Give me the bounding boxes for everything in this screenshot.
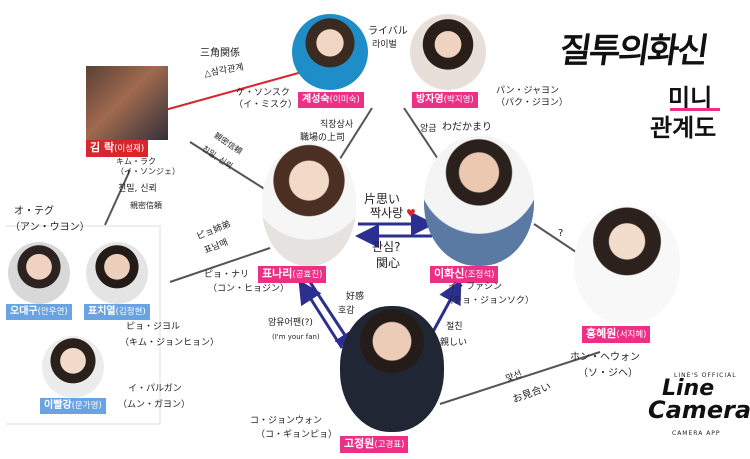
kana-actor-o-daegu: （アン・ウヨン）	[10, 222, 90, 233]
rel-grudge-kr: 앙금	[420, 124, 437, 135]
name-label-pyo-nari: 표나리(공효진)	[258, 266, 326, 283]
kana-lee-ppalgang: イ・パルガン	[128, 384, 182, 395]
kana-actor-pyo-chiyeol: （キム・ジョンヒョン）	[120, 338, 219, 349]
kana-gye-seongsuk: ケ・ソンスク	[236, 88, 290, 99]
name-gye-seongsuk: 계성숙	[302, 94, 330, 105]
photo-kim-rak	[86, 66, 168, 140]
rel-triangle-jp: 三角関係	[200, 48, 240, 59]
photo-lee-hwasin	[424, 136, 534, 266]
actor-gye-seongsuk: (이미숙)	[330, 95, 360, 105]
kana-actor-hong-hyewon: （ソ・ジヘ）	[578, 368, 638, 379]
actor-bang-jayeong: (박지영)	[444, 95, 474, 105]
kana-lee-hwasin: イ・ファシン	[448, 282, 502, 293]
name-label-gye-seongsuk: 계성숙(이미숙)	[298, 92, 364, 108]
rel-boss-jp: 職場の上司	[300, 133, 345, 144]
name-hong-hyewon: 홍혜원	[586, 327, 616, 340]
actor-pyo-nari: (공효진)	[292, 270, 322, 280]
rel-close-jp-2: 親密信頼	[130, 200, 162, 211]
rel-interest-kr: 관심?	[372, 242, 400, 253]
rel-question: ?	[558, 228, 563, 239]
name-label-kim-rak: 김 락(이성재)	[86, 140, 148, 157]
actor-go-jeongwon: (고경표)	[374, 440, 404, 450]
kana-actor-lee-ppalgang: （ムン・ガヨン）	[118, 400, 190, 411]
photo-o-daegu	[8, 242, 70, 304]
photo-gye-seongsuk	[292, 14, 368, 90]
chart-title: 질투의화신	[558, 34, 709, 68]
kana-actor-lee-hwasin: （チョ・ジョンソク）	[444, 296, 534, 307]
kana-pyo-chiyeol: ピョ・ジヨル	[126, 322, 180, 333]
rel-close-kr-2: 친밀, 신뢰	[118, 184, 157, 195]
line-camera-watermark: LINE'S OFFICIAL Line Camera CAMERA APP	[648, 370, 740, 442]
actor-lee-ppalgang: (문가영)	[72, 401, 102, 411]
kana-actor-go-jeongwon: （コ・ギョンピョ）	[256, 430, 337, 441]
name-label-hong-hyewon: 홍혜원(서지혜)	[582, 326, 650, 343]
photo-bang-jayeong	[410, 14, 486, 90]
name-label-go-jeongwon: 고정원(고경표)	[340, 436, 408, 453]
title-underline	[670, 108, 720, 111]
photo-pyo-chiyeol	[86, 242, 148, 304]
kana-o-daegu: オ・テグ	[14, 206, 54, 217]
kana-actor-bang-jayeong: （パク・ジヨン）	[496, 98, 568, 109]
actor-hong-hyewon: (서지혜)	[616, 330, 646, 340]
watermark-bottom: CAMERA APP	[672, 428, 721, 439]
name-label-o-daegu: 오대구(안우연)	[6, 304, 72, 320]
photo-pyo-nari	[262, 144, 356, 266]
name-bang-jayeong: 방자영	[416, 94, 444, 105]
kana-hong-hyewon: ホン・ヘウォン	[570, 352, 640, 363]
chart-subtitle-mini: 미니	[668, 86, 712, 110]
rel-rival-kr: 라이벌	[372, 40, 397, 51]
actor-lee-hwasin: (조정석)	[464, 270, 494, 280]
name-label-lee-ppalgang: 이빨강(문가영)	[40, 398, 106, 414]
kana-actor-kim-rak: （イ・ソンジェ）	[116, 166, 180, 177]
actor-kim-rak: (이성재)	[114, 144, 144, 154]
name-label-bang-jayeong: 방자영(박지영)	[412, 92, 478, 108]
kana-pyo-nari: ピョ・ナリ	[204, 270, 249, 281]
actor-o-daegu: (안우연)	[38, 307, 68, 317]
name-pyo-chiyeol: 표치열	[88, 306, 116, 317]
name-go-jeongwon: 고정원	[344, 437, 374, 450]
rel-favor-kr: 호감	[338, 306, 355, 317]
kana-actor-gye-seongsuk: （イ・ミスク）	[234, 100, 297, 111]
rel-iam-kr: 암유어팬(?)	[268, 318, 313, 329]
kana-bang-jayeong: パン・ジャヨン	[496, 86, 559, 97]
name-lee-ppalgang: 이빨강	[44, 400, 72, 411]
rel-interest-jp: 関心	[376, 258, 400, 269]
rel-grudge-jp: わだかまり	[442, 122, 492, 133]
rel-iam-en: (I'm your fan)	[272, 332, 320, 343]
photo-go-jeongwon	[340, 306, 444, 432]
photo-hong-hyewon	[574, 206, 680, 324]
watermark-line2: Camera	[648, 398, 750, 422]
rel-familiar-jp: 親しい	[440, 338, 467, 349]
chart-subtitle-relation: 관계도	[650, 116, 716, 140]
rel-rival-jp: ライバル	[368, 26, 408, 37]
rel-boss-kr: 직장상사	[320, 120, 353, 131]
name-lee-hwasin: 이화신	[434, 267, 464, 280]
name-pyo-nari: 표나리	[262, 267, 292, 280]
name-o-daegu: 오대구	[10, 306, 38, 317]
line-kim-family	[105, 170, 130, 225]
kana-actor-pyo-nari: （コン・ヒョジン）	[208, 284, 289, 295]
line-bang-lee	[404, 108, 440, 162]
rel-favor-jp: 好感	[346, 292, 364, 303]
name-label-lee-hwasin: 이화신(조정석)	[430, 266, 498, 283]
name-label-pyo-chiyeol: 표치열(김정현)	[84, 304, 150, 320]
name-kim-rak: 김 락	[90, 141, 114, 154]
actor-pyo-chiyeol: (김정현)	[116, 307, 146, 317]
photo-lee-ppalgang	[42, 336, 104, 398]
heart-icon: ♥	[406, 207, 416, 220]
rel-familiar-kr: 절친	[446, 322, 463, 333]
rel-crush-kr: 짝사랑	[370, 208, 403, 219]
rel-crush-jp: 片思い	[364, 194, 400, 205]
kana-go-jeongwon: コ・ジョンウォン	[250, 416, 322, 427]
